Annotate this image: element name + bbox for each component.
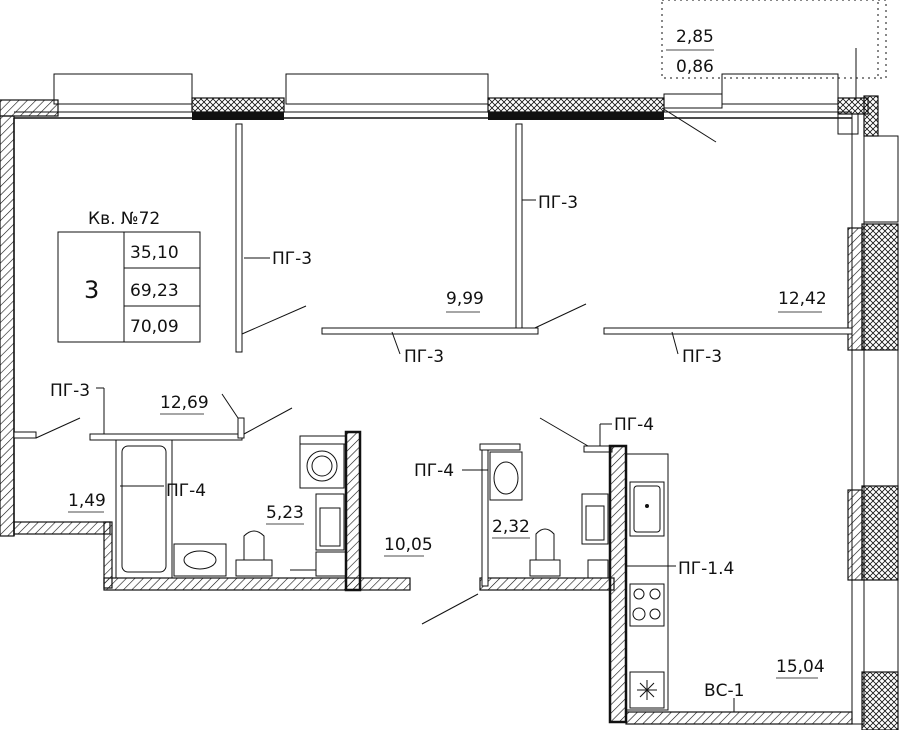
bathroom-fixtures bbox=[115, 435, 347, 579]
partition-label-pg3-b: ПГ-3 bbox=[538, 193, 578, 213]
leader-lines bbox=[96, 48, 857, 712]
wc-fixtures bbox=[489, 451, 609, 579]
partition-label-vs1: ВС-1 bbox=[704, 681, 744, 701]
partition-label-pg4-c: ПГ-4 bbox=[614, 415, 654, 435]
room-mid-area: 9,99 bbox=[446, 289, 484, 309]
room-right-area: 12,42 bbox=[778, 289, 827, 309]
room-left-area: 12,69 bbox=[160, 393, 209, 413]
partitions bbox=[13, 123, 853, 725]
kitchen-fixtures bbox=[625, 453, 669, 711]
rooms-count: 3 bbox=[84, 276, 99, 304]
balcony bbox=[661, 0, 887, 79]
exterior-wall-left bbox=[0, 115, 15, 537]
partition-label-pg14: ПГ-1.4 bbox=[678, 559, 734, 579]
balcony-area: 2,85 bbox=[676, 27, 714, 47]
area-underlines bbox=[68, 311, 822, 679]
hall-area: 10,05 bbox=[384, 535, 433, 555]
partition-label-pg4-b: ПГ-4 bbox=[414, 461, 454, 481]
area-total-2: 70,09 bbox=[130, 317, 179, 337]
wc-area: 2,32 bbox=[492, 517, 530, 537]
balcony-area-reduced: 0,86 bbox=[676, 57, 714, 77]
exterior-wall-top bbox=[0, 73, 869, 143]
area-total: 69,23 bbox=[130, 281, 179, 301]
area-living: 35,10 bbox=[130, 243, 179, 263]
partition-label-pg3-a: ПГ-3 bbox=[272, 249, 312, 269]
kitchen-area: 15,04 bbox=[776, 657, 825, 677]
corridor-area: 1,49 bbox=[68, 491, 106, 511]
partition-label-pg4-a: ПГ-4 bbox=[166, 481, 206, 501]
partition-label-pg3-c: ПГ-3 bbox=[404, 347, 444, 367]
partition-label-pg3-d: ПГ-3 bbox=[682, 347, 722, 367]
apartment-info-table bbox=[57, 231, 201, 343]
apartment-label: Кв. №72 bbox=[88, 209, 160, 229]
exterior-wall-right bbox=[847, 95, 899, 730]
partition-label-pg3-e: ПГ-3 bbox=[50, 381, 90, 401]
bath-area: 5,23 bbox=[266, 503, 304, 523]
